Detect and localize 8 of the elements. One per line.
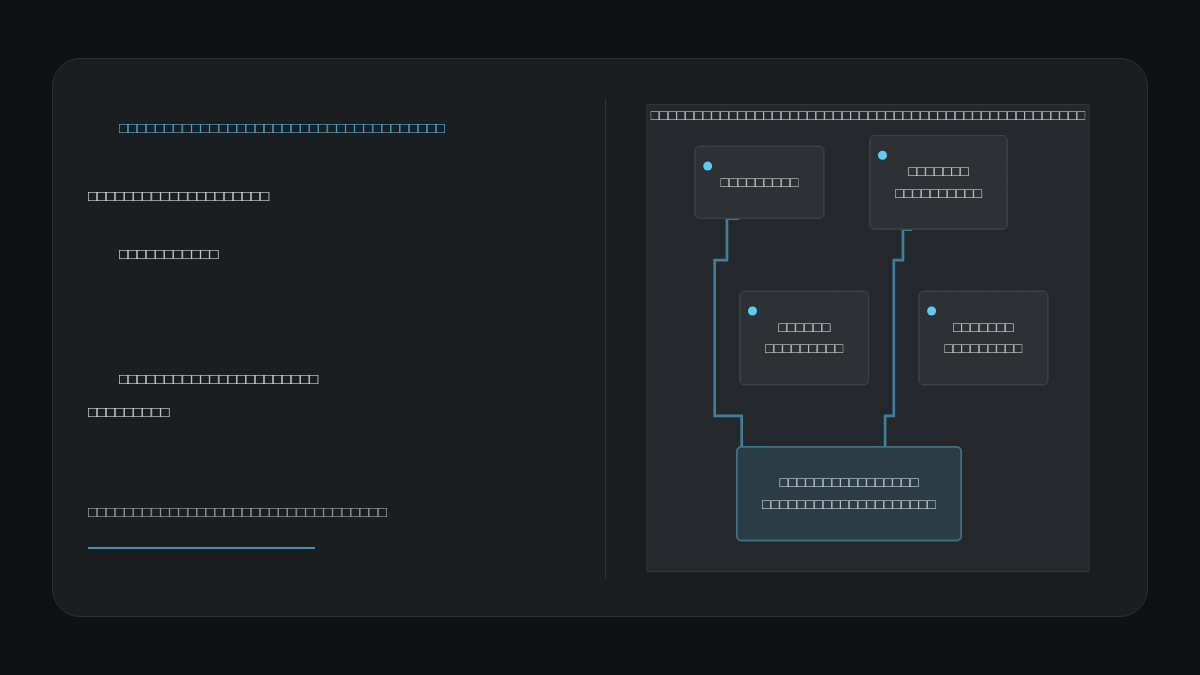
note-text: □□□□□□□□□□□□□□□□□□□□□□□□□□□□□□□□□ xyxy=(88,503,387,521)
subtitle-text: □□□□□□□□□□□□□□□□□□□□□□□□□□□□□□□□□□□□ xyxy=(119,119,446,137)
body-text: □□□□□□□□□□□□□□□□□□□□□□ xyxy=(119,370,319,388)
slide-card: □□□□□□□□□□□□□□□□□□□□□□□□□□□□□□□□□□□□□□□□□□□□□□□□□□ □□□□□□□□□ □□□□□□□□□□□□□□□□ □□□□□□□□□□□□□□□□□□□□ □□□□□□□ □□□□□□□□□□ □□□□□□ □□□□□□□□□ □□□□□□□ □□□□□□□□□ □□□□□□□□□□□□□□□□□□□□□□□□□□□□□□□□□□□□ □□□□□□□□□□□□□□□□□□□□ □□□□□□□□□□□ □□□□□□□□□□□□□□□□□□□□□□ □□□□□□□□□ □□□□□□□□□□□□□□□□□□□□□□□□□□□□□□□□□ xyxy=(52,58,1148,617)
cluster xyxy=(646,103,1090,573)
heading-text: □□□□□□□□□□□□□□□□□□□□ xyxy=(88,187,270,205)
body-text: □□□□□□□□□□□ xyxy=(119,245,219,263)
body-text: □□□□□□□□□ xyxy=(88,403,170,421)
